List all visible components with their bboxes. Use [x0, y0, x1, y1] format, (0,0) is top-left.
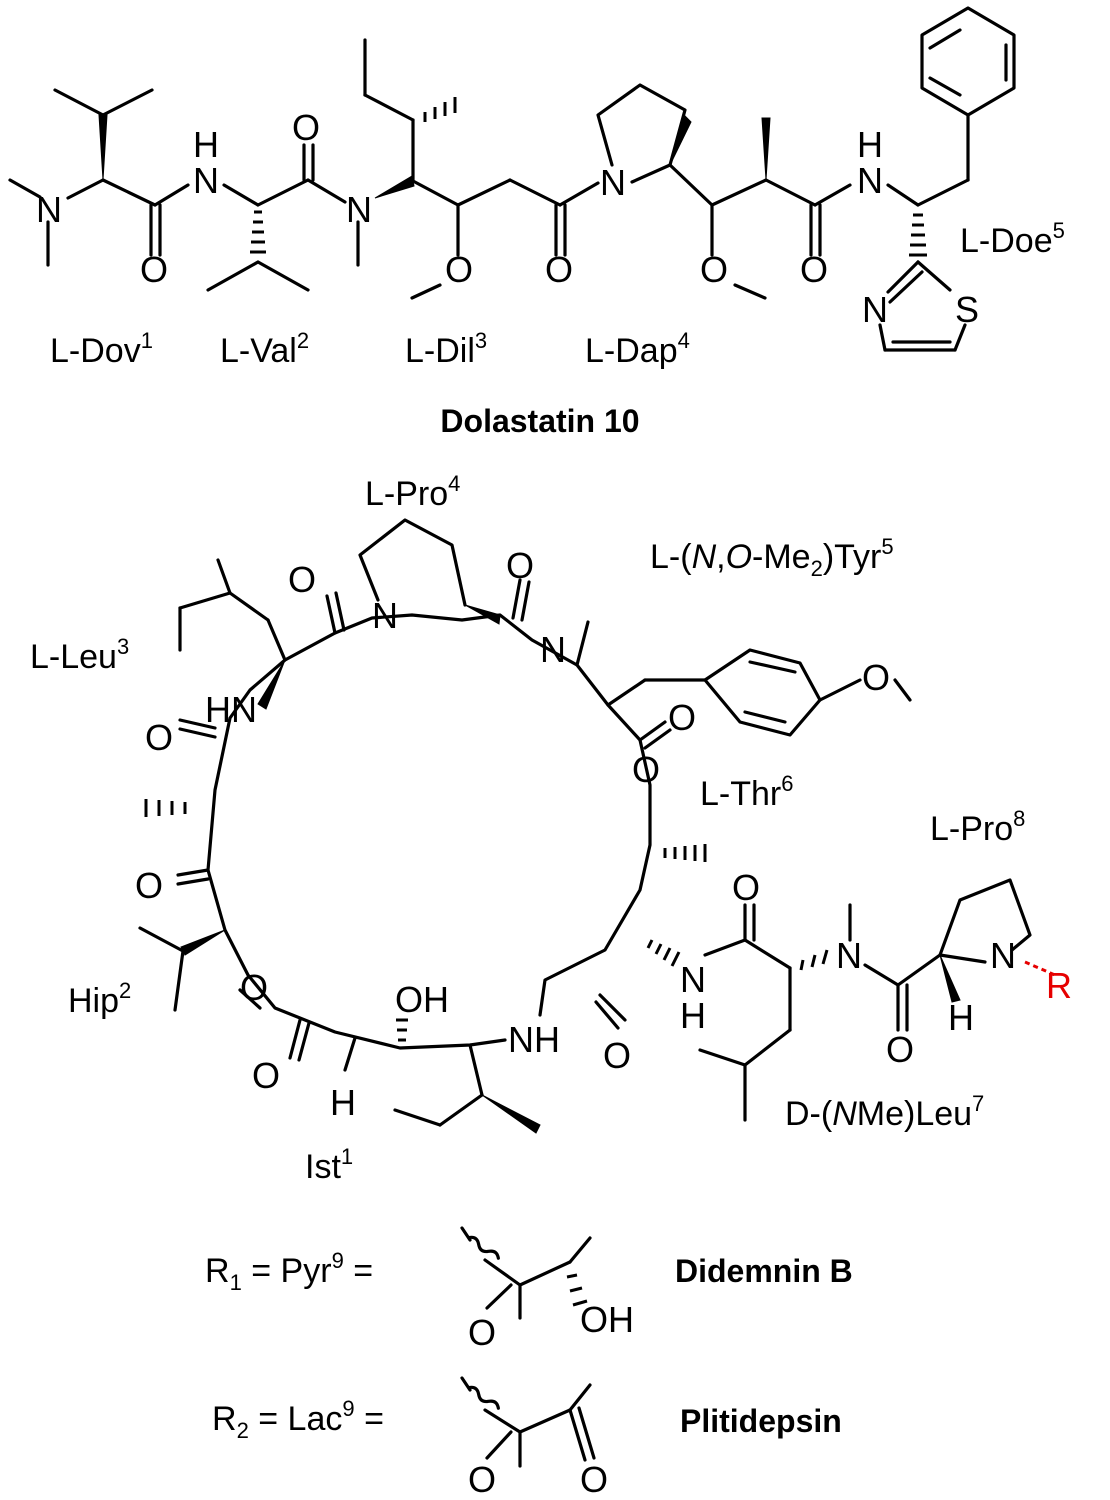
dil-o-label: O [445, 249, 473, 290]
substituent-plitidepsin: R2 = Lac9 = O O Plitidepsin [212, 1376, 842, 1500]
val-o-label: O [292, 107, 320, 148]
residue-label-nmeleu: D-(NMe)Leu7 [785, 1091, 984, 1133]
val-h-label: H [193, 124, 219, 165]
residue-label-pro8: L-Pro8 [930, 806, 1025, 848]
lac-o2-label: O [580, 1459, 608, 1500]
didemnin-core-structure: O N O N O O O HN O O O O H OH NH O N H O… [30, 471, 1072, 1186]
ist-nh-label: NH [508, 1019, 560, 1060]
hip-co-o-label: O [145, 717, 173, 758]
pyr-oh-label: OH [580, 1299, 634, 1340]
pro8-co-o-label: O [886, 1029, 914, 1070]
tyr-n-label: N [540, 629, 566, 670]
val-n-label: N [193, 160, 219, 201]
pyr-o-label: O [468, 1312, 496, 1353]
nmeleu-n-label: N [836, 935, 862, 976]
lac-o1-label: O [468, 1459, 496, 1500]
residue-label-dov: L-Dov1 [50, 328, 153, 370]
residue-label-val: L-Val2 [220, 328, 309, 370]
dap-co-o-label: O [800, 249, 828, 290]
residue-label-tyr: L-(N,O-Me2)Tyr5 [650, 534, 894, 581]
doe-h-label: H [857, 124, 883, 165]
ist-oh-label: OH [395, 979, 449, 1020]
nmeleu-o-label: O [732, 867, 760, 908]
dolastatin-10-structure: N O H N O N O O N O O H N N S L-Dov1 L-V… [8, 6, 1065, 439]
ist-co-o-label: O [252, 1055, 280, 1096]
ester-o-label: O [632, 749, 660, 790]
leu-o-label: O [288, 559, 316, 600]
compound-name-plitidepsin: Plitidepsin [680, 1403, 842, 1439]
pro8-h-label: H [948, 997, 974, 1038]
tyr-co-o-label: O [668, 697, 696, 738]
residue-label-leu: L-Leu3 [30, 634, 129, 676]
doe-n-label: N [857, 160, 883, 201]
dil-n-label: N [346, 189, 372, 230]
pro4-o-label: O [506, 545, 534, 586]
hip-keto-o-label: O [135, 865, 163, 906]
compound-name-didemnin-b: Didemnin B [675, 1253, 853, 1289]
thiazole-n-label: N [862, 289, 888, 330]
substituent-didemnin-b: R1 = Pyr9 = O OH Didemnin B [205, 1226, 853, 1353]
compound-name-dolastatin-10: Dolastatin 10 [440, 403, 639, 439]
leu-hn-label: HN [205, 689, 257, 730]
dil-co-o-label: O [545, 249, 573, 290]
dap-n-label: N [600, 162, 626, 203]
residue-label-dil: L-Dil3 [405, 328, 487, 370]
pro8-n-label: N [990, 935, 1016, 976]
residue-label-hip: Hip2 [68, 978, 131, 1020]
dap-o-label: O [700, 249, 728, 290]
substituent-eq-plitidepsin: R2 = Lac9 = [212, 1396, 384, 1443]
residue-label-thr: L-Thr6 [700, 771, 793, 813]
thiazole-s-label: S [955, 289, 979, 330]
dov-n-label: N [36, 189, 62, 230]
hip-ester-o-label: O [240, 967, 268, 1008]
residue-label-dap: L-Dap4 [585, 328, 690, 370]
substituent-eq-didemnin-b: R1 = Pyr9 = [205, 1248, 373, 1295]
residue-label-pro4: L-Pro4 [365, 471, 460, 513]
ist-h-label: H [330, 1082, 356, 1123]
thr-h-label: H [680, 995, 706, 1036]
r-group-label: R [1046, 965, 1072, 1006]
residue-label-doe: L-Doe5 [960, 218, 1065, 260]
residue-label-ist: Ist1 [305, 1144, 353, 1186]
tyr-ome-o-label: O [862, 657, 890, 698]
thr-co-o-label: O [603, 1035, 631, 1076]
thr-n-label: N [680, 959, 706, 1000]
dov-o-label: O [140, 249, 168, 290]
pro4-n-label: N [372, 595, 398, 636]
